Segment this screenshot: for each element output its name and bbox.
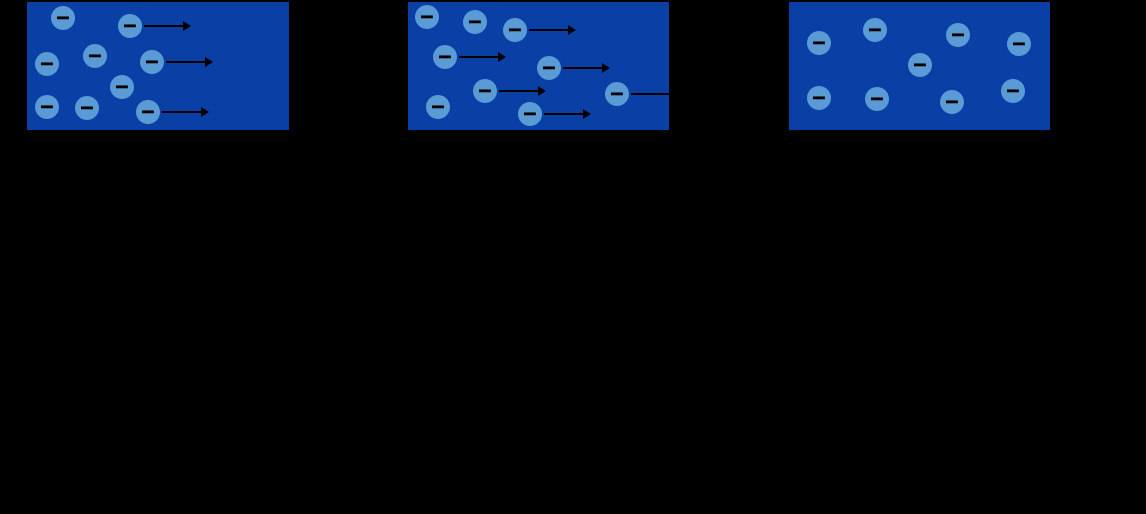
- electron: −: [51, 3, 75, 32]
- electron: −: [946, 20, 970, 49]
- electron: −: [807, 83, 831, 112]
- electron: −: [1001, 76, 1025, 105]
- electron: −: [940, 87, 964, 116]
- right-arrow-icon: [459, 52, 506, 62]
- minus-charge-icon: −: [144, 47, 160, 76]
- minus-charge-icon: −: [522, 99, 538, 128]
- electron: −: [75, 93, 99, 122]
- right-arrow-icon: [162, 107, 209, 117]
- electron: −: [807, 28, 831, 57]
- electron: −: [140, 47, 164, 76]
- minus-charge-icon: −: [467, 7, 483, 36]
- minus-charge-icon: −: [122, 11, 138, 40]
- minus-charge-icon: −: [609, 79, 625, 108]
- minus-charge-icon: −: [39, 92, 55, 121]
- electron: −: [537, 53, 561, 82]
- electron: −: [908, 50, 932, 79]
- right-arrow-icon: [499, 86, 546, 96]
- electron: −: [463, 7, 487, 36]
- right-arrow-icon: [144, 21, 191, 31]
- conductor-panel-middle: −−−−−−−−−: [408, 2, 678, 130]
- electron: −: [518, 99, 542, 128]
- minus-charge-icon: −: [477, 76, 493, 105]
- right-arrow-icon: [631, 89, 678, 99]
- minus-charge-icon: −: [1011, 29, 1027, 58]
- electron: −: [605, 79, 629, 108]
- minus-charge-icon: −: [87, 41, 103, 70]
- minus-charge-icon: −: [869, 84, 885, 113]
- minus-charge-icon: −: [39, 49, 55, 78]
- electron: −: [35, 92, 59, 121]
- minus-charge-icon: −: [811, 28, 827, 57]
- minus-charge-icon: −: [114, 72, 130, 101]
- minus-charge-icon: −: [140, 97, 156, 126]
- minus-charge-icon: −: [79, 93, 95, 122]
- electron: −: [1007, 29, 1031, 58]
- electron: −: [503, 15, 527, 44]
- minus-charge-icon: −: [912, 50, 928, 79]
- minus-charge-icon: −: [541, 53, 557, 82]
- electron: −: [118, 11, 142, 40]
- right-arrow-icon: [166, 57, 213, 67]
- minus-charge-icon: −: [867, 15, 883, 44]
- minus-charge-icon: −: [811, 83, 827, 112]
- minus-charge-icon: −: [1005, 76, 1021, 105]
- minus-charge-icon: −: [55, 3, 71, 32]
- electron: −: [415, 2, 439, 31]
- minus-charge-icon: −: [419, 2, 435, 31]
- electron: −: [110, 72, 134, 101]
- electron: −: [136, 97, 160, 126]
- conductor-panel-left: −−−−−−−−−: [27, 2, 289, 130]
- conductor-panel-right: −−−−−−−−−: [789, 2, 1050, 130]
- minus-charge-icon: −: [507, 15, 523, 44]
- minus-charge-icon: −: [950, 20, 966, 49]
- minus-charge-icon: −: [437, 42, 453, 71]
- minus-charge-icon: −: [430, 92, 446, 121]
- electron: −: [473, 76, 497, 105]
- electron: −: [426, 92, 450, 121]
- electron: −: [433, 42, 457, 71]
- right-arrow-icon: [563, 63, 610, 73]
- electron: −: [865, 84, 889, 113]
- electron: −: [83, 41, 107, 70]
- minus-charge-icon: −: [944, 87, 960, 116]
- right-arrow-icon: [529, 25, 576, 35]
- electron: −: [35, 49, 59, 78]
- electron: −: [863, 15, 887, 44]
- right-arrow-icon: [544, 109, 591, 119]
